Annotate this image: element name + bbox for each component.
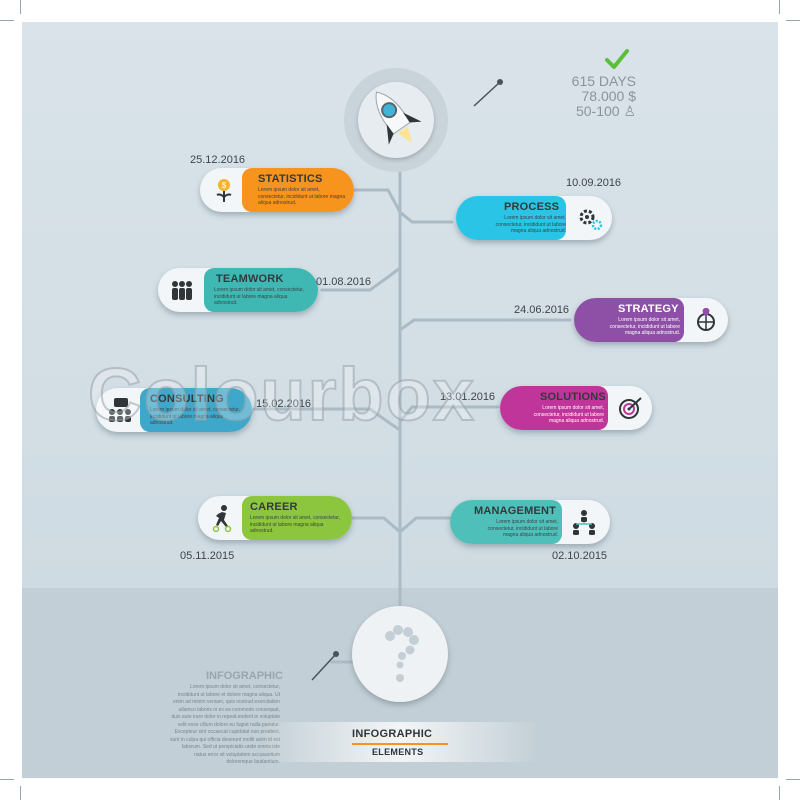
watermark-text: Colourbox [87, 352, 476, 437]
money-text: 78.000 $ [581, 88, 637, 104]
item-title: SOLUTIONS [540, 391, 606, 403]
date-label: 13.01.2016 [440, 391, 496, 403]
color-block [204, 268, 318, 312]
item-solutions[interactable]: SOLUTIONS Lorem ipsum dolor sit amet, co… [500, 386, 652, 430]
date-label: 10.09.2016 [566, 177, 622, 189]
infographic-canvas: 615 DAYS 78.000 $ 50-100 ♙ $ STATISTICS … [22, 22, 778, 778]
career-icon [212, 505, 232, 532]
item-desc: Lorem ipsum dolor sit amet, consectetur,… [495, 215, 566, 234]
item-desc: Lorem ipsum dolor sit amet, consectetur,… [250, 515, 341, 534]
question-mark-icon [385, 625, 419, 682]
hierarchy-icon [573, 510, 595, 535]
item-desc: Lorem ipsum dolor sit amet, consectetur,… [214, 287, 305, 306]
color-block [456, 196, 566, 240]
crop-mark [20, 786, 21, 800]
item-desc: Lorem ipsum dolor sit amet, consectetur,… [487, 519, 558, 538]
rocket-icon [375, 91, 422, 145]
crop-mark [786, 20, 800, 21]
people-value: 50-100 [575, 103, 620, 119]
money-plant-icon: $ [216, 179, 232, 202]
svg-text:$: $ [222, 181, 227, 190]
crop-mark [0, 20, 14, 21]
people-text: 50-100 ♙ [506, 104, 636, 119]
color-block [450, 500, 562, 544]
item-management[interactable]: MANAGEMENT Lorem ipsum dolor sit amet, c… [450, 500, 610, 544]
item-desc: Lorem ipsum dolor sit amet, consectetur,… [533, 405, 604, 424]
color-block [242, 496, 352, 540]
crop-mark [20, 0, 21, 14]
item-statistics[interactable]: $ STATISTICS Lorem ipsum dolor sit amet,… [200, 168, 354, 212]
item-title: STRATEGY [618, 303, 679, 315]
date-label: 01.08.2016 [316, 276, 372, 288]
footer-subtitle: ELEMENTS [372, 747, 424, 757]
check-icon [605, 49, 629, 69]
item-title: MANAGEMENT [474, 505, 557, 517]
color-block [242, 168, 354, 212]
item-teamwork[interactable]: TEAMWORK Lorem ipsum dolor sit amet, con… [158, 268, 318, 312]
person-icon: ♙ [623, 103, 636, 119]
color-block [574, 298, 684, 342]
gears-icon [579, 209, 603, 231]
target-icon [619, 397, 642, 419]
date-label: 02.10.2015 [552, 550, 608, 562]
info-title: INFOGRAPHIC [206, 670, 283, 682]
rocket-badge [344, 68, 448, 172]
crop-mark [786, 779, 800, 780]
item-title: TEAMWORK [216, 273, 284, 285]
item-title: CAREER [250, 501, 298, 513]
crop-mark [779, 786, 780, 800]
stats-block: 615 DAYS 78.000 $ 50-100 ♙ [506, 74, 636, 119]
item-desc: Lorem ipsum dolor sit amet, consectetur,… [258, 187, 345, 206]
crop-mark [0, 779, 14, 780]
color-block [140, 388, 252, 432]
team-icon [172, 281, 192, 300]
date-label: 24.06.2016 [514, 304, 570, 316]
question-badge [352, 606, 448, 702]
item-title: STATISTICS [258, 173, 323, 185]
globe-pin-icon [697, 308, 715, 331]
footer-underline [352, 743, 448, 745]
color-block [500, 386, 608, 430]
item-consulting[interactable]: CONSULTING Lorem ipsum dolor sit amet, c… [96, 388, 252, 432]
item-strategy[interactable]: STRATEGY Lorem ipsum dolor sit amet, con… [574, 298, 728, 342]
date-label: 15.02.2016 [256, 398, 312, 410]
item-process[interactable]: PROCESS Lorem ipsum dolor sit amet, cons… [456, 196, 612, 240]
item-title: PROCESS [504, 201, 560, 213]
date-label: 05.11.2015 [180, 550, 235, 562]
consulting-icon [109, 398, 131, 422]
crop-mark [779, 0, 780, 14]
footer-bar [262, 722, 538, 762]
item-desc: Lorem ipsum dolor sit amet, consectetur,… [150, 407, 241, 426]
footer-title: INFOGRAPHIC [352, 728, 433, 740]
days-text: 615 DAYS [571, 73, 636, 89]
item-title: CONSULTING [150, 393, 224, 405]
date-label: 25.12.2016 [190, 154, 246, 166]
item-desc: Lorem ipsum dolor sit amet, consectetur,… [609, 317, 680, 336]
item-career[interactable]: CAREER Lorem ipsum dolor sit amet, conse… [198, 496, 352, 540]
info-desc: Lorem ipsum dolor sit amet, consectetur,… [170, 684, 280, 765]
timeline-tree [248, 79, 572, 681]
